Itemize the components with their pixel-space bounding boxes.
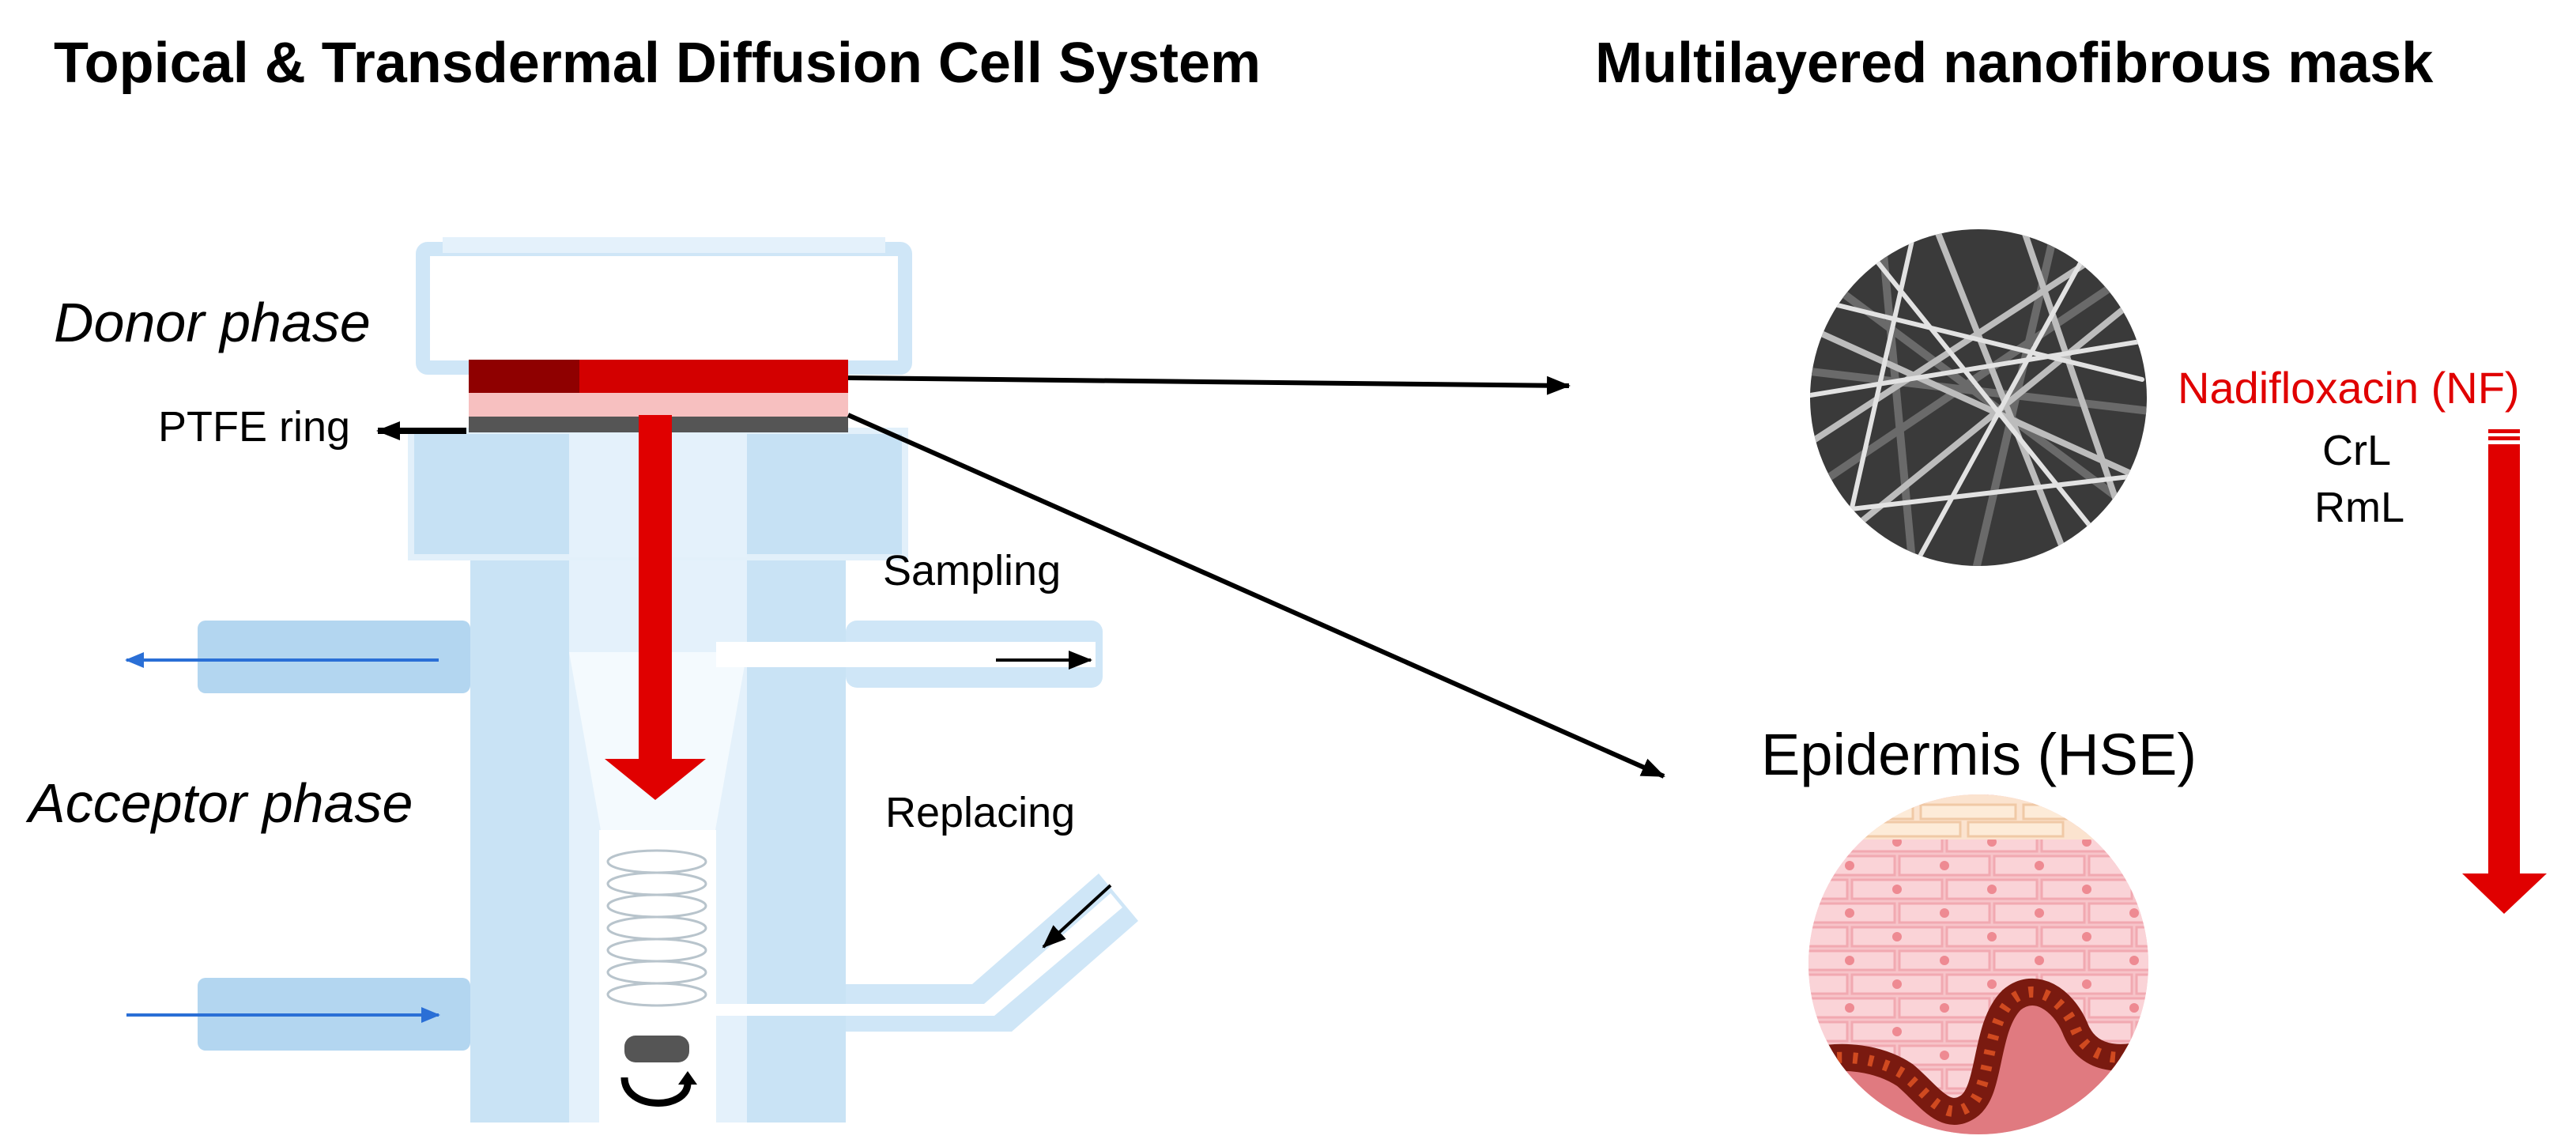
replacing-label: Replacing (885, 789, 1075, 836)
donor-cap (416, 242, 912, 375)
nanofiber-sem-icon (1810, 229, 2147, 566)
sampling-arm (716, 621, 1103, 688)
skin-epidermis-icon (1808, 794, 2148, 1134)
replacing-arm (716, 873, 1138, 1032)
inlet-port-top (198, 621, 470, 693)
mask-pointer-arrow (847, 375, 1571, 395)
magnetic-stir-bar-icon (624, 1036, 689, 1062)
left-title: Topical & Transdermal Diffusion Cell Sys… (54, 32, 1261, 95)
crl-label: CrL (2322, 427, 2391, 474)
donor-phase-label: Donor phase (54, 292, 371, 353)
right-title: Multilayered nanofibrous mask (1595, 32, 2434, 95)
nadifloxacin-label: Nadifloxacin (NF) (2178, 363, 2520, 413)
release-arrow (2462, 429, 2547, 914)
rml-label: RmL (2314, 484, 2404, 531)
acceptor-chamber (599, 830, 716, 1122)
ptfe-ring-label: PTFE ring (158, 403, 350, 451)
rotation-arrow-icon (620, 1077, 692, 1107)
coil-icon (606, 849, 707, 1007)
diffusion-arrow-head (605, 759, 706, 800)
acceptor-phase-label: Acceptor phase (25, 772, 413, 834)
sampling-label: Sampling (883, 547, 1061, 594)
diffusion-cell (198, 237, 1138, 1122)
skin-layer (469, 393, 848, 417)
skin-pointer-arrow (847, 413, 1665, 779)
diffusion-arrow-shaft (639, 415, 672, 767)
replacing-arrow (1042, 884, 1112, 949)
epidermis-label: Epidermis (HSE) (1761, 722, 2197, 787)
